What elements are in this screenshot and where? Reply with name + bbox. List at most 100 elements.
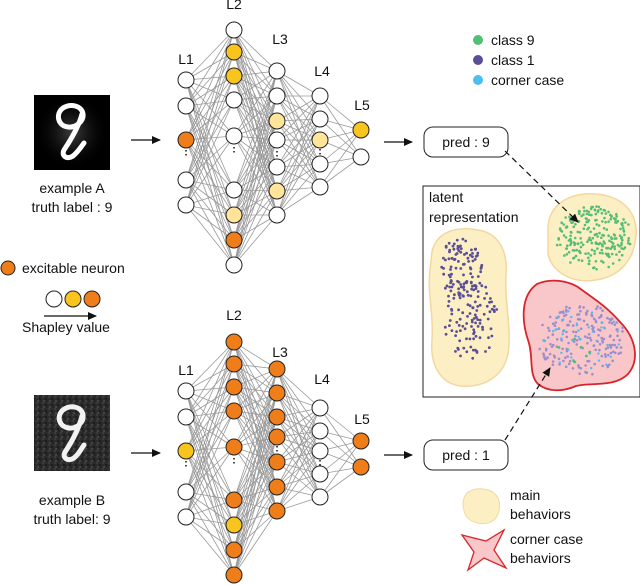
latent-point bbox=[587, 256, 590, 260]
latent-point bbox=[596, 305, 599, 308]
latent-point bbox=[470, 318, 474, 322]
latent-point bbox=[598, 348, 601, 352]
latent-point bbox=[468, 304, 472, 308]
latent-point bbox=[457, 308, 460, 312]
latent-point bbox=[559, 310, 563, 314]
latent-point bbox=[606, 346, 610, 350]
dashed-arrow-pred-a bbox=[504, 150, 579, 223]
pred-a-box: pred : 9 bbox=[423, 126, 509, 158]
latent-point bbox=[582, 306, 585, 309]
latent-point bbox=[466, 303, 470, 306]
latent-point bbox=[604, 212, 608, 215]
shapley-swatch-white bbox=[45, 290, 63, 308]
latent-point bbox=[461, 324, 465, 328]
latent-point bbox=[605, 363, 608, 366]
latent-point bbox=[573, 249, 576, 252]
latent-point bbox=[604, 355, 607, 358]
latent-point bbox=[472, 284, 476, 287]
network-b-layer-label: L1 bbox=[178, 362, 194, 378]
latent-point bbox=[579, 338, 582, 341]
latent-point bbox=[584, 370, 587, 374]
latent-point bbox=[591, 372, 594, 376]
latent-point bbox=[542, 352, 545, 356]
latent-point bbox=[588, 213, 591, 216]
connection-edge bbox=[233, 29, 278, 72]
latent-point bbox=[621, 330, 624, 333]
latent-point bbox=[570, 218, 574, 222]
latent-point bbox=[582, 227, 586, 230]
latent-point bbox=[616, 330, 619, 333]
connection-edge bbox=[233, 510, 278, 576]
latent-point bbox=[587, 262, 591, 266]
latent-point bbox=[448, 250, 451, 254]
latent-point bbox=[609, 319, 613, 322]
connection-edge bbox=[185, 29, 235, 81]
latent-point bbox=[611, 262, 615, 265]
latent-point bbox=[452, 296, 456, 300]
latent-point bbox=[583, 223, 587, 227]
connection-edge bbox=[276, 407, 321, 488]
latent-point bbox=[564, 236, 568, 239]
latent-point bbox=[609, 351, 613, 355]
neuron bbox=[225, 181, 243, 199]
latent-point bbox=[606, 365, 610, 369]
latent-point bbox=[601, 220, 604, 223]
latent-point bbox=[615, 321, 618, 324]
latent-point bbox=[579, 346, 583, 349]
latent-point bbox=[577, 364, 580, 367]
latent-point bbox=[447, 294, 450, 298]
latent-point bbox=[619, 346, 623, 349]
latent-point bbox=[573, 360, 577, 364]
latent-point bbox=[588, 259, 591, 263]
latent-point bbox=[490, 300, 493, 304]
latent-point bbox=[471, 252, 474, 255]
connection-edge bbox=[276, 416, 321, 475]
latent-point bbox=[593, 362, 596, 366]
network-a-layer-label: L1 bbox=[178, 51, 194, 67]
latent-point bbox=[442, 256, 445, 260]
latent-point bbox=[447, 300, 451, 303]
latent-point bbox=[589, 339, 593, 342]
latent-point bbox=[459, 329, 462, 332]
latent-point bbox=[615, 328, 618, 331]
latent-point bbox=[587, 326, 590, 329]
latent-point bbox=[548, 352, 552, 356]
latent-point bbox=[463, 253, 466, 256]
latent-point bbox=[618, 338, 621, 342]
latent-point bbox=[593, 252, 596, 256]
latent-point bbox=[552, 330, 555, 333]
connection-edge bbox=[185, 363, 235, 418]
connection-edge bbox=[276, 95, 321, 188]
neuron bbox=[352, 121, 370, 139]
connection-edge bbox=[233, 368, 278, 448]
connection-edge bbox=[233, 368, 278, 576]
latent-point bbox=[486, 317, 490, 321]
latent-point bbox=[597, 224, 601, 227]
latent-point bbox=[451, 283, 455, 286]
connection-edge bbox=[276, 407, 321, 512]
latent-point bbox=[442, 272, 446, 276]
digit-nine-a bbox=[55, 103, 87, 161]
latent-point bbox=[485, 292, 488, 295]
latent-point bbox=[454, 334, 457, 337]
connection-edge bbox=[185, 416, 235, 501]
latent-point bbox=[474, 321, 477, 325]
connection-edge bbox=[233, 461, 278, 576]
latent-point bbox=[458, 296, 462, 300]
latent-point bbox=[620, 243, 623, 247]
latent-point bbox=[580, 214, 583, 218]
latent-point bbox=[612, 320, 615, 323]
latent-point bbox=[617, 352, 620, 356]
latent-point bbox=[594, 348, 597, 352]
latent-point bbox=[600, 321, 603, 324]
latent-point bbox=[594, 212, 598, 216]
neuron bbox=[225, 67, 243, 85]
connection-edge bbox=[185, 51, 235, 81]
connection-edge bbox=[185, 516, 235, 576]
latent-point bbox=[450, 329, 454, 332]
neuron bbox=[225, 491, 243, 509]
latent-point bbox=[593, 208, 597, 211]
latent-point bbox=[590, 213, 593, 217]
latent-point bbox=[469, 280, 473, 284]
latent-point bbox=[561, 310, 565, 313]
